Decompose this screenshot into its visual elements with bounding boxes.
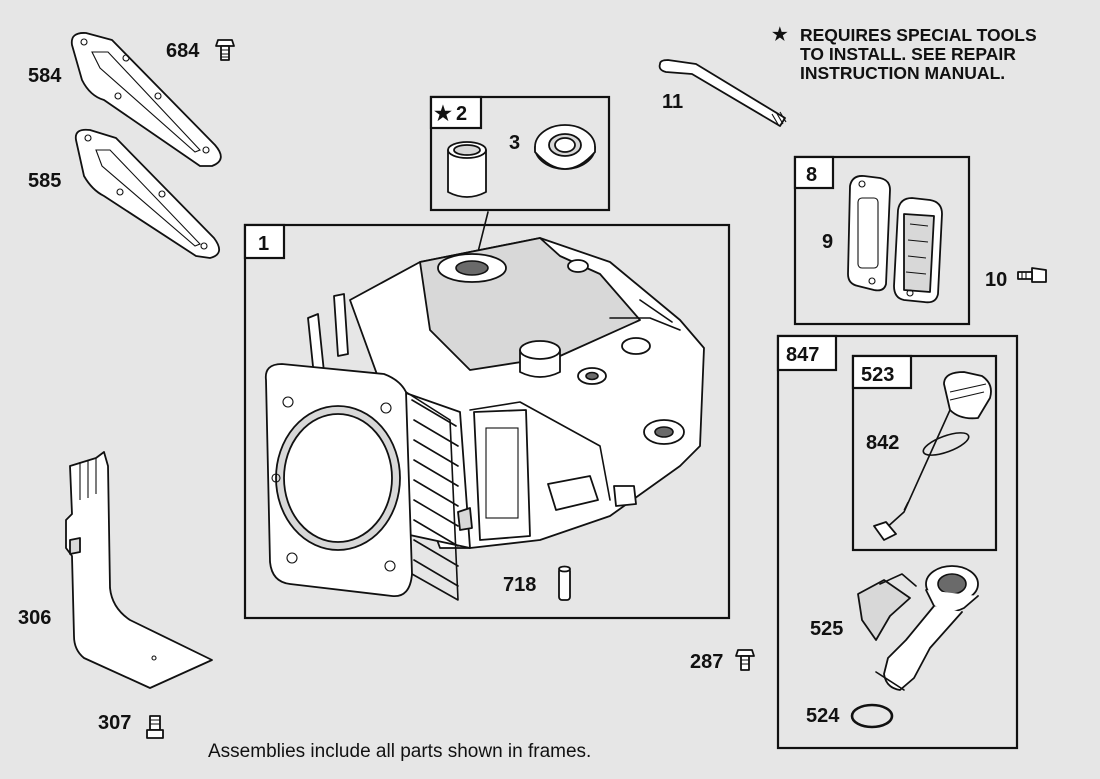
label-584: 584 xyxy=(28,65,62,87)
dipstick-tube-525[interactable] xyxy=(857,565,979,691)
note-line-2: TO INSTALL. SEE REPAIR xyxy=(800,44,1016,64)
o-ring-524[interactable] xyxy=(850,703,894,729)
label-842: 842 xyxy=(866,432,899,454)
label-684: 684 xyxy=(166,40,200,62)
frame-label-1: 1 xyxy=(258,233,269,255)
air-guide-306[interactable] xyxy=(65,451,213,689)
oil-seal-3[interactable] xyxy=(534,124,596,170)
gasket-585[interactable] xyxy=(74,128,220,259)
star-icon: ★ xyxy=(772,24,788,44)
label-525: 525 xyxy=(810,618,843,640)
frame-label-2: 2 xyxy=(456,103,467,125)
frame-label-847: 847 xyxy=(786,344,819,366)
screw-307[interactable] xyxy=(146,715,164,739)
footer-note: Assemblies include all parts shown in fr… xyxy=(208,741,591,762)
frame-847: 847 523 842 xyxy=(776,334,1019,750)
bolt-287[interactable] xyxy=(735,649,755,671)
label-11: 11 xyxy=(662,91,683,113)
label-585: 585 xyxy=(28,170,61,192)
label-9: 9 xyxy=(822,231,833,253)
dipstick-523[interactable] xyxy=(873,371,992,541)
frame-8: 8 9 xyxy=(793,155,971,326)
o-ring-842[interactable] xyxy=(921,428,972,459)
bolt-684[interactable] xyxy=(215,39,235,61)
special-tools-note: ★ REQUIRES SPECIAL TOOLS TO INSTALL. SEE… xyxy=(772,24,1037,83)
screw-10[interactable] xyxy=(1017,267,1047,283)
star-icon: ★ xyxy=(434,103,452,125)
breather-gasket-9[interactable] xyxy=(847,175,891,292)
label-306: 306 xyxy=(18,607,51,629)
frame-523: 523 842 xyxy=(851,354,998,552)
label-718: 718 xyxy=(503,574,536,596)
label-524: 524 xyxy=(806,705,840,727)
frame-label-8: 8 xyxy=(806,164,817,186)
note-line-3: INSTRUCTION MANUAL. xyxy=(800,63,1005,83)
gasket-584[interactable] xyxy=(70,32,222,167)
label-287: 287 xyxy=(690,651,723,673)
dowel-pin-718[interactable] xyxy=(558,565,571,601)
label-307: 307 xyxy=(98,712,131,734)
frame-2: ★ 2 3 xyxy=(429,95,611,212)
frame-label-523: 523 xyxy=(861,364,894,386)
cylinder-block[interactable] xyxy=(264,237,705,601)
label-3: 3 xyxy=(509,132,520,154)
tube-11[interactable] xyxy=(658,59,787,127)
note-line-1: REQUIRES SPECIAL TOOLS xyxy=(800,25,1037,45)
label-10: 10 xyxy=(985,269,1007,291)
bushing-2[interactable] xyxy=(447,141,487,198)
breather-cover[interactable] xyxy=(893,197,943,304)
frame-1: 1 xyxy=(243,223,731,620)
